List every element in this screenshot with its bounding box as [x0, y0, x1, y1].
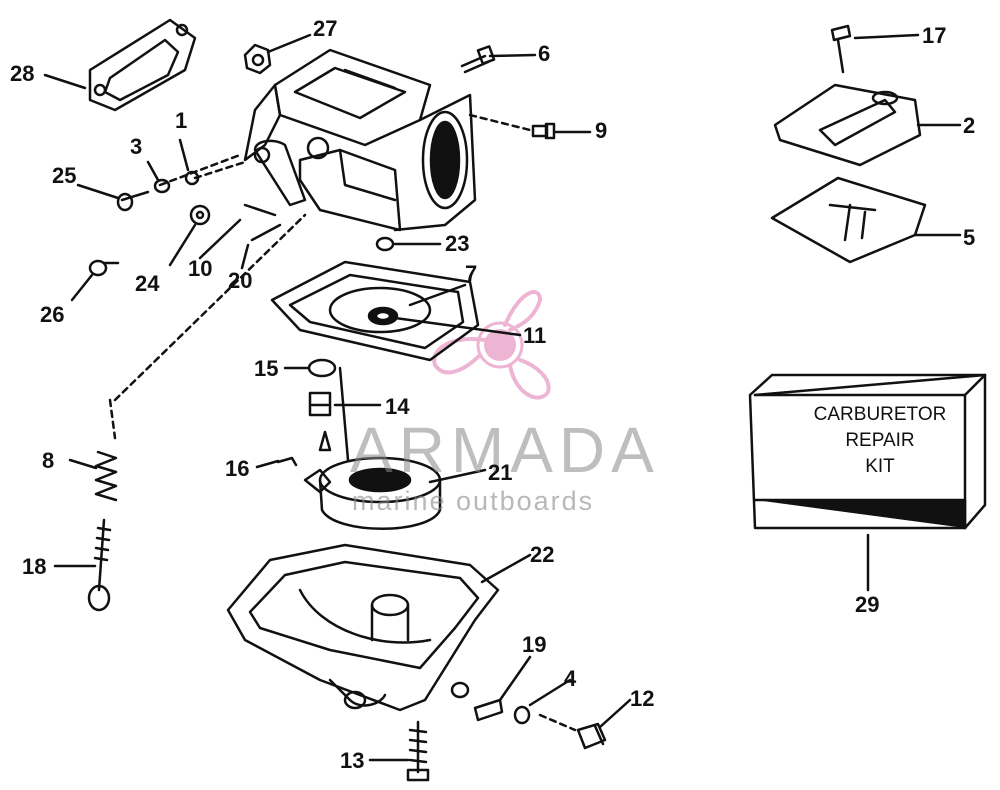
- callout-6: 6: [538, 41, 551, 66]
- part-5-gasket: [770, 176, 927, 264]
- callout-25: 25: [52, 163, 77, 188]
- callout-16: 16: [225, 456, 250, 481]
- callout-4: 4: [564, 666, 577, 691]
- part-3-washer: [153, 178, 171, 194]
- callout-19: 19: [522, 632, 547, 657]
- part-17-screw: [830, 24, 852, 74]
- part-4-washer: [513, 705, 531, 725]
- part-9-plug: [531, 122, 556, 140]
- part-29-kit-box: [748, 373, 987, 530]
- callout-18: 18: [22, 554, 47, 579]
- kit-box-line-3: KIT: [865, 456, 895, 477]
- part-25-screw: [116, 190, 150, 212]
- part-14-needle-seat: [308, 391, 332, 452]
- callout-8: 8: [42, 448, 55, 473]
- part-20-pin: [250, 223, 282, 242]
- callout-17: 17: [922, 23, 947, 48]
- callout-27: 27: [313, 16, 338, 41]
- part-24-washer: [189, 204, 211, 226]
- callout-12: 12: [630, 686, 655, 711]
- callout-11: 11: [523, 323, 547, 348]
- part-7-gasket: [270, 260, 480, 362]
- callout-5: 5: [963, 225, 976, 250]
- callout-9: 9: [595, 118, 608, 143]
- part-2-cover: [773, 83, 922, 167]
- part-23-oring: [375, 236, 395, 252]
- part-26-fitting: [88, 259, 120, 277]
- watermark-brand-text: ARMADA: [350, 414, 660, 486]
- part-10-pin: [243, 203, 277, 217]
- part-6-screw: [460, 45, 496, 74]
- callout-28: 28: [10, 61, 35, 86]
- callout-2: 2: [963, 113, 976, 138]
- callout-20: 20: [228, 268, 253, 293]
- kit-box-label: CARBURETOR REPAIR KIT: [790, 402, 970, 480]
- callout-7: 7: [465, 261, 478, 286]
- part-12-plug: [576, 722, 607, 750]
- callout-15: 15: [254, 356, 279, 381]
- callout-1: 1: [175, 108, 188, 133]
- callout-22: 22: [530, 542, 555, 567]
- carburetor-upper-body: [243, 48, 477, 232]
- part-13-screw: [406, 720, 430, 782]
- watermark-logo: [432, 290, 551, 400]
- kit-box-line-2: REPAIR: [845, 430, 915, 451]
- callout-10: 10: [188, 256, 213, 281]
- watermark-tagline-text: marine outboards: [352, 486, 595, 516]
- callout-24: 24: [135, 271, 160, 296]
- callout-13: 13: [340, 748, 365, 773]
- part-19-jet: [473, 698, 504, 722]
- part-22-float-bowl: [226, 543, 500, 712]
- part-18-mixture-screw: [87, 518, 112, 612]
- callout-23: 23: [445, 231, 470, 256]
- kit-box-line-1: CARBURETOR: [813, 404, 947, 425]
- callout-26: 26: [40, 302, 65, 327]
- part-15-washer: [307, 358, 337, 378]
- callout-14: 14: [385, 394, 410, 419]
- part-11-diaphragm: [367, 306, 399, 326]
- part-27-nut: [243, 43, 272, 75]
- callout-21: 21: [488, 460, 513, 485]
- callout-3: 3: [130, 134, 143, 159]
- callout-29: 29: [855, 592, 880, 617]
- part-28-gasket: [88, 18, 197, 112]
- part-8-spring: [94, 450, 118, 502]
- part-16-clip: [276, 456, 298, 467]
